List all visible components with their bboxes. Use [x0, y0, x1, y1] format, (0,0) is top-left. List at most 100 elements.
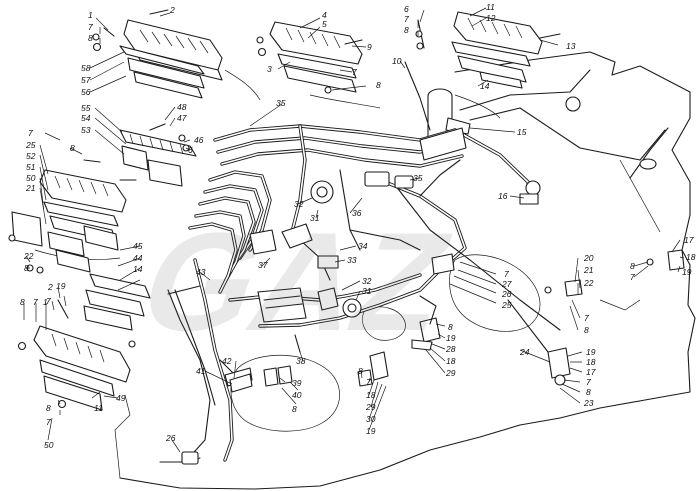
bracket-assembly-bottom-left [17, 299, 131, 411]
callout-22: 22 [23, 251, 34, 261]
callout-18: 18 [446, 356, 456, 366]
callout-44: 44 [133, 253, 143, 263]
callout-19: 19 [682, 267, 692, 277]
callout-1: 1 [88, 10, 93, 20]
callout-8: 8 [358, 366, 363, 376]
callout-7: 7 [88, 22, 93, 32]
callout-23: 23 [583, 398, 594, 408]
callout-48: 48 [177, 102, 187, 112]
callout-52: 52 [26, 151, 36, 161]
callout-7: 7 [33, 297, 38, 307]
callout-8: 8 [70, 143, 75, 153]
callout-24: 24 [519, 347, 530, 357]
callout-7: 7 [46, 417, 51, 427]
callout-14: 14 [480, 81, 490, 91]
bracket-assembly-left-lower [83, 273, 201, 348]
watermark-logo: GAZ [123, 204, 469, 360]
callout-55: 55 [81, 103, 91, 113]
callout-29: 29 [365, 402, 376, 412]
callout-49: 49 [116, 393, 126, 403]
callout-11: 11 [94, 403, 103, 413]
right-lower-components [411, 249, 685, 386]
callout-7: 7 [404, 14, 409, 24]
callout-53: 53 [81, 125, 91, 135]
callout-9: 9 [367, 42, 372, 52]
callout-8: 8 [586, 387, 591, 397]
chassis-outline [34, 51, 696, 490]
callout-8: 8 [404, 25, 409, 35]
callout-18: 18 [586, 357, 596, 367]
callout-19: 19 [366, 426, 376, 436]
callout-21: 21 [583, 265, 594, 275]
callout-35: 35 [276, 98, 286, 108]
callout-11: 11 [486, 2, 495, 12]
callout-18: 18 [686, 252, 696, 262]
svg-text:GAZ: GAZ [123, 204, 469, 360]
callout-32: 32 [362, 276, 372, 286]
callout-8: 8 [584, 325, 589, 335]
callout-8: 8 [24, 263, 29, 273]
callout-31: 31 [362, 286, 372, 296]
callout-39: 39 [292, 378, 302, 388]
callout-19: 19 [446, 333, 456, 343]
callout-15: 15 [517, 127, 527, 137]
callout-7: 7 [352, 67, 357, 77]
callout-6: 6 [404, 4, 409, 14]
callout-20: 20 [583, 253, 594, 263]
callout-25: 25 [501, 300, 512, 310]
bracket-assembly-53-55 [119, 123, 197, 187]
callout-37: 37 [258, 260, 268, 270]
callout-16: 16 [498, 191, 508, 201]
callout-40: 40 [292, 390, 302, 400]
callout-8: 8 [376, 80, 381, 90]
callout-50: 50 [44, 440, 54, 450]
callout-3: 3 [267, 64, 272, 74]
callout-12: 12 [486, 13, 496, 23]
callout-7: 7 [366, 377, 371, 387]
callout-22: 22 [583, 278, 594, 288]
callout-56: 56 [81, 87, 91, 97]
callout-28: 28 [445, 344, 456, 354]
callout-32: 32 [294, 199, 304, 209]
callout-19: 19 [56, 281, 66, 291]
callout-45: 45 [133, 241, 143, 251]
callout-labels: 1 2 7 8 4 5 9 7 3 8 6 7 8 11 12 13 10 14… [20, 2, 696, 450]
callout-8: 8 [20, 297, 25, 307]
callout-27: 27 [501, 279, 512, 289]
callout-57: 57 [81, 75, 91, 85]
bracket-assembly-top-middle [256, 21, 363, 94]
bracket-assembly-top-right [415, 11, 561, 89]
callout-8: 8 [88, 33, 93, 43]
callout-5: 5 [322, 19, 327, 29]
callout-4: 4 [322, 10, 327, 20]
callout-34: 34 [358, 241, 368, 251]
callout-14: 14 [133, 264, 143, 274]
callout-33: 33 [347, 255, 357, 265]
callout-8: 8 [292, 404, 297, 414]
callout-8: 8 [46, 403, 51, 413]
callout-30: 30 [366, 414, 376, 424]
callout-29: 29 [445, 368, 456, 378]
callout-8: 8 [448, 322, 453, 332]
callout-50: 50 [26, 173, 36, 183]
callout-31: 31 [310, 213, 320, 223]
callout-19: 19 [586, 347, 596, 357]
callout-2: 2 [169, 5, 175, 15]
callout-7: 7 [586, 377, 591, 387]
callout-47: 47 [177, 113, 187, 123]
callout-38: 38 [296, 356, 306, 366]
callout-26: 26 [165, 433, 176, 443]
callout-8: 8 [630, 261, 635, 271]
callout-18: 18 [366, 390, 376, 400]
bracket-assembly-left [8, 159, 137, 274]
callout-6: 6 [188, 145, 193, 155]
callout-10: 10 [392, 56, 402, 66]
callout-58: 58 [81, 63, 91, 73]
callout-2: 2 [47, 282, 53, 292]
callout-36: 36 [352, 208, 362, 218]
callout-7: 7 [28, 128, 33, 138]
callout-21: 21 [25, 183, 36, 193]
callout-1: 1 [43, 297, 48, 307]
